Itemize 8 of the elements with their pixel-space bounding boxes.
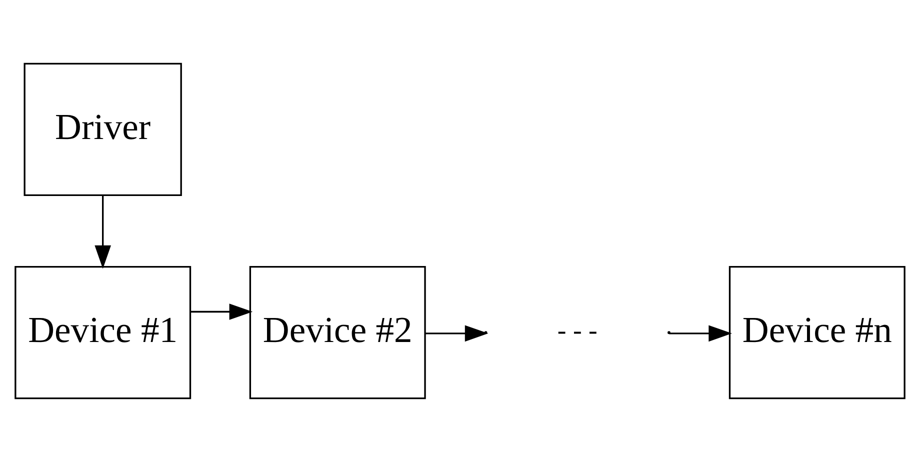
node-box: Device #n [728, 266, 906, 400]
arrow [669, 325, 732, 342]
arrow [190, 304, 253, 320]
node-box: Driver [24, 62, 182, 196]
arrow [94, 195, 111, 269]
node-box: Device #1 [14, 266, 192, 400]
node-box: Device #2 [249, 266, 426, 400]
label: - - - [557, 314, 598, 345]
